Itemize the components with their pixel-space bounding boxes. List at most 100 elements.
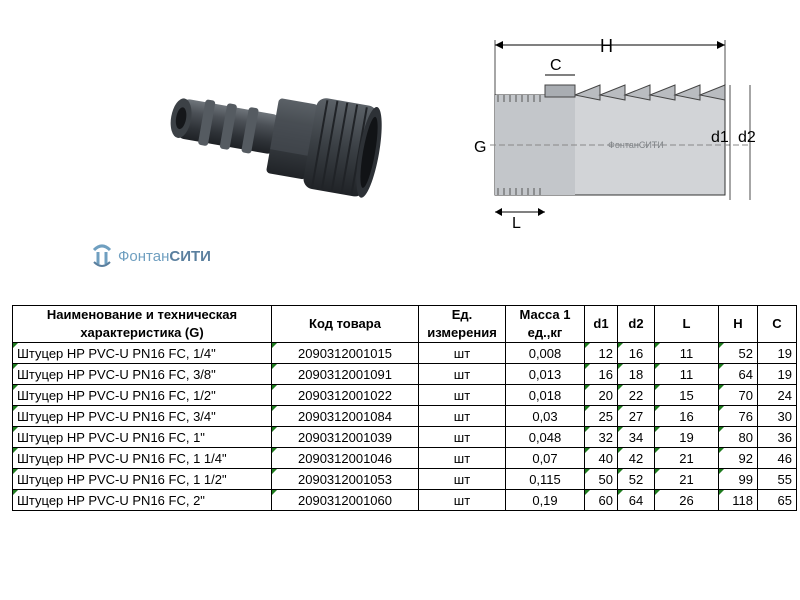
cell-d2: 18 <box>617 363 655 385</box>
table-row: Штуцер HP PVC-U PN16 FC, 1/4"20903120010… <box>12 342 797 364</box>
cell-d1: 12 <box>584 342 618 364</box>
cell-name: Штуцер HP PVC-U PN16 FC, 1 1/2" <box>12 468 272 490</box>
spec-table: Наименование и техническая характеристик… <box>12 305 797 511</box>
table-row: Штуцер HP PVC-U PN16 FC, 1 1/4"209031200… <box>12 447 797 469</box>
cell-code: 2090312001022 <box>271 384 419 406</box>
cell-code: 2090312001053 <box>271 468 419 490</box>
drawing-watermark: ФонтанСИТИ <box>608 140 664 150</box>
cell-name: Штуцер HP PVC-U PN16 FC, 1" <box>12 426 272 448</box>
cell-mass: 0,115 <box>505 468 585 490</box>
cell-c: 65 <box>757 489 797 511</box>
cell-c: 24 <box>757 384 797 406</box>
header-d2: d2 <box>617 305 655 343</box>
dim-label-d2: d2 <box>738 129 756 146</box>
cell-name: Штуцер HP PVC-U PN16 FC, 2" <box>12 489 272 511</box>
cell-mass: 0,03 <box>505 405 585 427</box>
cell-l: 19 <box>654 426 719 448</box>
table-row: Штуцер HP PVC-U PN16 FC, 1"2090312001039… <box>12 426 797 448</box>
cell-mass: 0,018 <box>505 384 585 406</box>
cell-d1: 40 <box>584 447 618 469</box>
cell-unit: шт <box>418 426 506 448</box>
cell-d1: 60 <box>584 489 618 511</box>
cell-c: 46 <box>757 447 797 469</box>
cell-l: 21 <box>654 468 719 490</box>
brand-prefix: Фонтан <box>118 248 169 265</box>
cell-c: 19 <box>757 342 797 364</box>
cell-d2: 16 <box>617 342 655 364</box>
product-photo <box>170 98 382 198</box>
cell-d2: 52 <box>617 468 655 490</box>
cell-h: 99 <box>718 468 758 490</box>
cell-h: 64 <box>718 363 758 385</box>
dim-label-c: C <box>550 57 562 74</box>
dim-label-l: L <box>512 215 521 230</box>
cell-d2: 34 <box>617 426 655 448</box>
cell-h: 80 <box>718 426 758 448</box>
cell-unit: шт <box>418 447 506 469</box>
cell-c: 55 <box>757 468 797 490</box>
cell-l: 15 <box>654 384 719 406</box>
cell-code: 2090312001015 <box>271 342 419 364</box>
cell-h: 92 <box>718 447 758 469</box>
cell-name: Штуцер HP PVC-U PN16 FC, 3/8" <box>12 363 272 385</box>
brand-suffix: СИТИ <box>169 248 211 265</box>
table-row: Штуцер HP PVC-U PN16 FC, 3/4"20903120010… <box>12 405 797 427</box>
cell-code: 2090312001046 <box>271 447 419 469</box>
cell-name: Штуцер HP PVC-U PN16 FC, 1 1/4" <box>12 447 272 469</box>
cell-l: 11 <box>654 363 719 385</box>
technical-drawing: H C G L d1 d2 ФонтанСИТИ <box>474 36 756 230</box>
table-row: Штуцер HP PVC-U PN16 FC, 2"2090312001060… <box>12 489 797 511</box>
cell-h: 76 <box>718 405 758 427</box>
cell-name: Штуцер HP PVC-U PN16 FC, 1/4" <box>12 342 272 364</box>
cell-c: 19 <box>757 363 797 385</box>
cell-mass: 0,013 <box>505 363 585 385</box>
cell-unit: шт <box>418 363 506 385</box>
cell-mass: 0,19 <box>505 489 585 511</box>
cell-l: 26 <box>654 489 719 511</box>
cell-d2: 27 <box>617 405 655 427</box>
table-header-row: Наименование и техническая характеристик… <box>12 305 797 343</box>
cell-l: 16 <box>654 405 719 427</box>
table-row: Штуцер HP PVC-U PN16 FC, 1 1/2"209031200… <box>12 468 797 490</box>
cell-code: 2090312001091 <box>271 363 419 385</box>
dim-label-h: H <box>600 36 613 56</box>
header-code: Код товара <box>271 305 419 343</box>
dim-label-d1: d1 <box>711 129 729 146</box>
cell-mass: 0,008 <box>505 342 585 364</box>
header-h: H <box>718 305 758 343</box>
header-c: C <box>757 305 797 343</box>
cell-unit: шт <box>418 468 506 490</box>
table-row: Штуцер HP PVC-U PN16 FC, 1/2"20903120010… <box>12 384 797 406</box>
cell-c: 30 <box>757 405 797 427</box>
cell-mass: 0,048 <box>505 426 585 448</box>
table-row: Штуцер HP PVC-U PN16 FC, 3/8"20903120010… <box>12 363 797 385</box>
cell-d1: 32 <box>584 426 618 448</box>
logo-icon <box>92 244 112 267</box>
header-l: L <box>654 305 719 343</box>
header-name: Наименование и техническая характеристик… <box>12 305 272 343</box>
cell-mass: 0,07 <box>505 447 585 469</box>
cell-h: 70 <box>718 384 758 406</box>
cell-code: 2090312001060 <box>271 489 419 511</box>
brand-logo: ФонтанСИТИ <box>92 244 211 267</box>
cell-d1: 50 <box>584 468 618 490</box>
cell-c: 36 <box>757 426 797 448</box>
cell-unit: шт <box>418 342 506 364</box>
cell-l: 11 <box>654 342 719 364</box>
cell-name: Штуцер HP PVC-U PN16 FC, 3/4" <box>12 405 272 427</box>
cell-code: 2090312001084 <box>271 405 419 427</box>
header-mass: Масса 1 ед.,кг <box>505 305 585 343</box>
cell-d1: 16 <box>584 363 618 385</box>
cell-h: 118 <box>718 489 758 511</box>
cell-unit: шт <box>418 489 506 511</box>
cell-d2: 42 <box>617 447 655 469</box>
svg-text:ФонтанСИТИ: ФонтанСИТИ <box>118 248 211 265</box>
cell-code: 2090312001039 <box>271 426 419 448</box>
cell-h: 52 <box>718 342 758 364</box>
dim-label-g: G <box>474 139 486 156</box>
cell-unit: шт <box>418 384 506 406</box>
header-d1: d1 <box>584 305 618 343</box>
header-unit: Ед. измерения <box>418 305 506 343</box>
cell-unit: шт <box>418 405 506 427</box>
cell-d2: 64 <box>617 489 655 511</box>
